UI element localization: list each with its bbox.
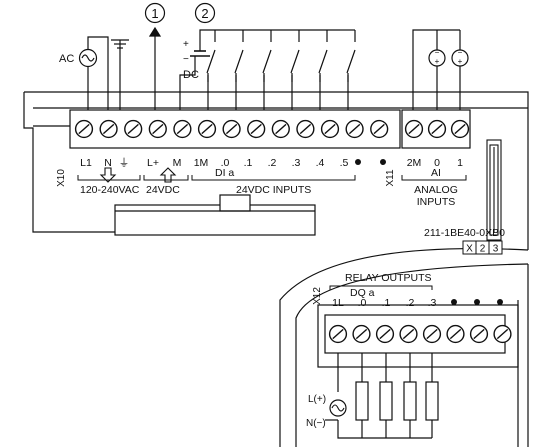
group-brackets: [77, 175, 467, 181]
relay-terminal-screw: [493, 324, 512, 344]
terminal-screw: [173, 119, 192, 139]
relay-terminal-screw: [399, 324, 418, 344]
relay-source-icon: [329, 399, 347, 417]
terminal-label: .5: [340, 157, 349, 169]
svg-text:−: −: [458, 48, 463, 57]
relay-bracket: [329, 285, 433, 290]
relay-terminal-label: .2: [406, 297, 415, 309]
terminal-screw: [148, 119, 167, 139]
terminal-screw: [197, 119, 217, 139]
relay-terminal-label: .3: [428, 297, 437, 309]
analog-terminal-screw: [404, 119, 424, 139]
relay-terminal-screw: [328, 324, 348, 344]
di-group-label: DI a: [215, 167, 234, 179]
terminal-label: .2: [268, 157, 277, 169]
analog-sensor-icon: − + − +: [428, 48, 469, 67]
relay-terminal-screw: [375, 324, 395, 344]
terminal-screw: [222, 119, 241, 139]
terminal-label: M: [173, 157, 182, 169]
power-group-label: 120-240VAC: [80, 184, 140, 196]
terminal-label: L1: [80, 157, 92, 169]
terminal-screw: [370, 119, 389, 139]
terminal-label: 1M: [194, 157, 209, 169]
analog-label-line2: INPUTS: [417, 196, 456, 208]
relay-wiring: [325, 353, 433, 439]
analog-terminal-screw: [427, 119, 447, 139]
analog-terminal-label: 0: [434, 157, 440, 169]
load-resistor-icons: [355, 381, 439, 421]
version-box-3: 3: [493, 244, 499, 255]
terminal-screw: [99, 119, 118, 139]
connector-x10: X10: [56, 169, 67, 187]
dq-group-label: DQ a: [350, 287, 375, 299]
terminal-label: .0: [221, 157, 230, 169]
analog-terminal-block: [401, 109, 471, 149]
dc-plus: +: [183, 39, 189, 50]
analog-terminal-label: 1: [457, 157, 463, 169]
terminal-label: .4: [316, 157, 325, 169]
version-box-1: X: [466, 244, 473, 255]
side-slot: [486, 139, 502, 241]
relay-terminal-labels: 1L .0 .1 .2 .3: [332, 297, 436, 309]
ai-group-label: AI: [431, 167, 441, 179]
ac-source-icon: [78, 48, 98, 68]
analog-label-line1: ANALOG: [414, 184, 458, 196]
callout-1: 1: [144, 2, 166, 24]
terminal-screw: [296, 119, 315, 139]
top-terminal-labels: L1 N ⏚ L+ M 1M .0 .1 .2 .3 .4 .5 2M 0 1: [80, 157, 463, 169]
l-plus-label: L(+): [308, 394, 326, 405]
terminal-screw: [247, 119, 266, 139]
n-minus-label: N(−): [306, 418, 326, 429]
terminal-screw: [271, 119, 290, 139]
top-terminal-block: [69, 109, 401, 165]
plc-housing: [23, 91, 529, 447]
terminal-label: N: [104, 157, 112, 169]
version-boxes: X 2 3: [462, 240, 503, 255]
terminal-screw: [320, 119, 340, 139]
terminal-label: .1: [244, 157, 253, 169]
relay-terminal-label: .1: [382, 297, 391, 309]
terminal-label: .3: [292, 157, 301, 169]
sensor-group-label: 24VDC: [146, 184, 180, 196]
relay-terminal-label: .0: [358, 297, 367, 309]
relay-terminal-screw: [469, 324, 489, 344]
relay-title: RELAY OUTPUTS: [345, 272, 432, 284]
connector-x11: X11: [385, 169, 396, 186]
ac-label: AC: [59, 53, 74, 65]
analog-terminal-screw: [450, 119, 470, 139]
relay-terminal-block: [324, 314, 512, 354]
callout-2: 2: [194, 2, 216, 24]
terminal-label: L+: [147, 157, 159, 169]
terminal-screw: [74, 119, 94, 139]
dc-label: DC: [183, 69, 199, 81]
svg-text:+: +: [435, 57, 440, 66]
relay-terminal-screw: [446, 324, 465, 344]
connector-x12: X12: [312, 287, 323, 305]
callout-2-number: 2: [201, 6, 208, 21]
relay-terminal-screw: [352, 324, 371, 344]
svg-text:−: −: [435, 48, 440, 57]
dc-minus: −: [183, 54, 189, 65]
callout-1-number: 1: [151, 6, 158, 21]
terminal-label: ⏚: [119, 157, 130, 169]
input-arrow-icons: [99, 167, 177, 183]
relay-terminal-screw: [422, 324, 442, 344]
terminal-screw: [124, 119, 143, 139]
inputs-group-label: 24VDC INPUTS: [236, 184, 311, 196]
part-number: 211-1BE40-0XB0: [424, 227, 505, 239]
analog-terminal-label: 2M: [407, 157, 422, 169]
terminal-screw: [345, 119, 364, 139]
svg-text:+: +: [458, 57, 463, 66]
relay-terminal-label: 1L: [332, 297, 344, 309]
version-box-2: 2: [480, 244, 486, 255]
